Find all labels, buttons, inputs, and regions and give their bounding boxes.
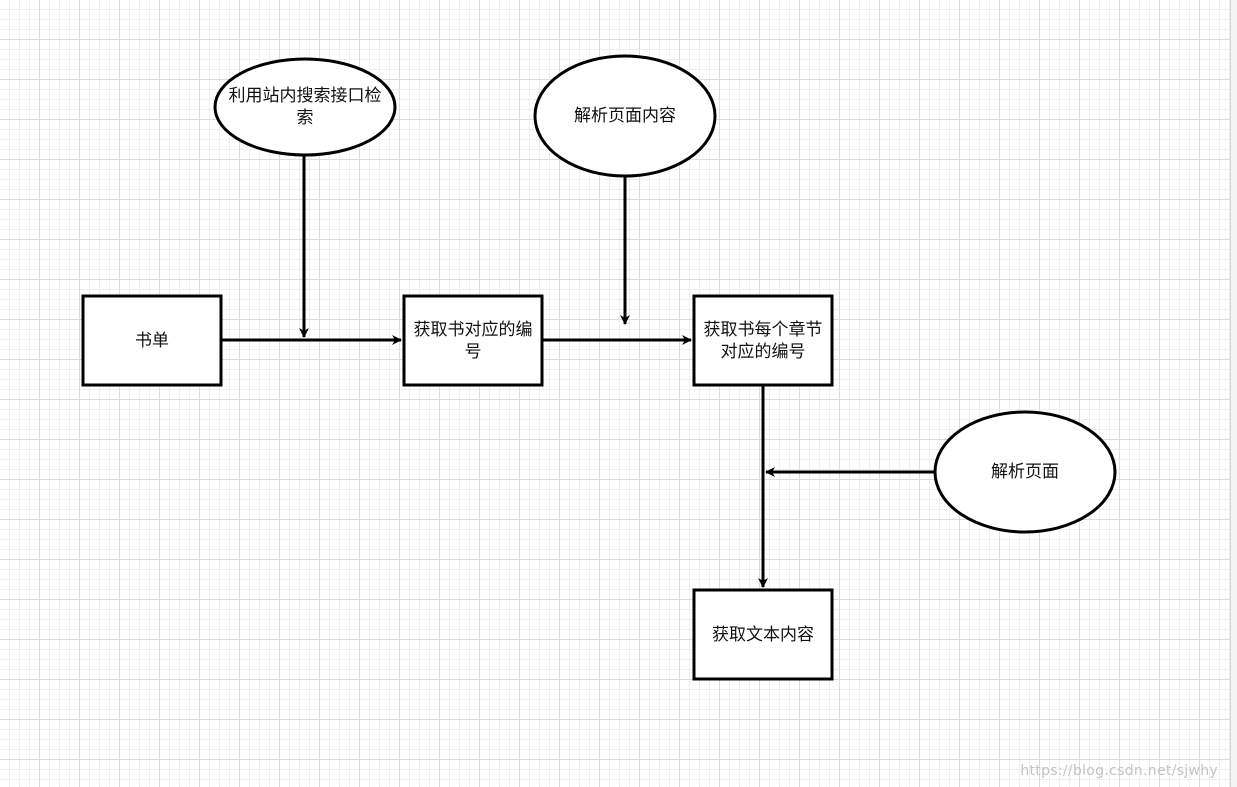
node-shudan-label: 书单 [135,330,169,351]
node-parse-page-content-label: 解析页面内容 [574,106,676,126]
node-get-chapter-id-box[interactable] [692,294,834,387]
node-site-search-label: 利用站内搜索接口检索 [228,86,382,128]
node-get-book-id-label: 获取书对应的编号 [413,319,533,362]
vertical-scrollbar[interactable] [1230,0,1237,787]
watermark-text: https://blog.csdn.net/sjwhy [1020,763,1218,779]
node-parse-page-content-ellipse[interactable] [533,54,717,178]
node-shudan-box[interactable] [81,294,223,387]
node-get-text-box[interactable] [692,588,834,681]
node-parse-page-label: 解析页面 [991,462,1059,482]
node-get-book-id-box[interactable] [402,294,544,387]
node-parse-page-ellipse[interactable] [933,410,1117,534]
node-site-search-ellipse[interactable] [213,57,397,157]
node-get-chapter-id-label: 获取书每个章节对应的编号 [703,319,823,362]
node-get-text-label: 获取文本内容 [712,624,814,645]
